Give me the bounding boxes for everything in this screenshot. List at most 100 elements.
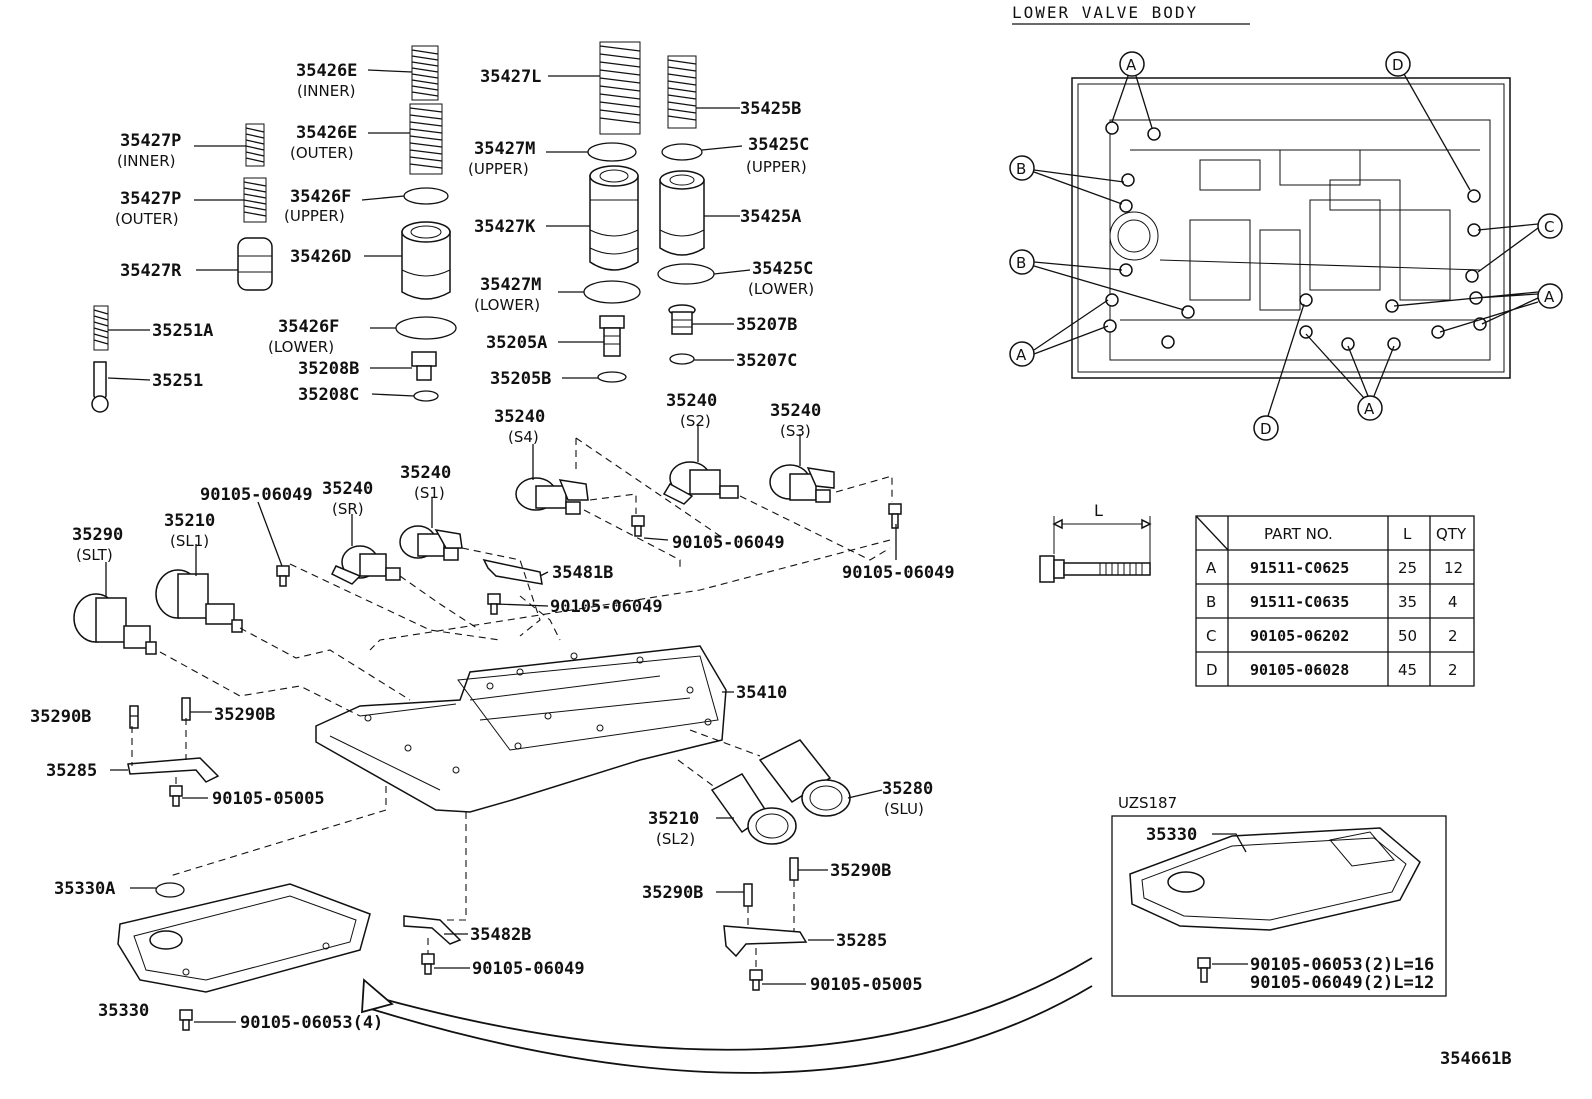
pin-35290B [181, 697, 191, 721]
part-label: 35330 [98, 1001, 149, 1021]
part-sublabel: (UPPER) [284, 207, 345, 225]
oil-strainer-35330 [117, 883, 371, 993]
solenoid-35240-sr [330, 545, 401, 585]
plate-35285 [723, 925, 808, 958]
table-cell: A [1206, 559, 1217, 577]
bolt-icon [888, 503, 902, 529]
callout-b-marker: B [1009, 249, 1185, 311]
part-label: 35207C [736, 351, 797, 371]
part-sublabel: (LOWER) [748, 280, 814, 298]
spring-35427P-inner [245, 123, 265, 167]
bolt-label: 90105-05005 [810, 975, 923, 995]
bolt-icon [169, 785, 183, 807]
oring-35426F-upper [403, 187, 449, 205]
part-label: 35426D [290, 247, 351, 267]
table-cell: 4 [1448, 593, 1458, 611]
bolt-icon [631, 515, 645, 537]
bolt-icon [179, 1009, 193, 1031]
sleeve-35426D [401, 221, 451, 300]
part-sublabel: (LOWER) [474, 296, 540, 314]
part-sublabel: (UPPER) [468, 160, 529, 178]
table-header: L [1403, 525, 1412, 543]
part-label: 35240 [322, 479, 373, 499]
sleeve-35427K [589, 165, 639, 271]
spring-35425B [667, 55, 697, 129]
oring-35426F-lower [395, 316, 457, 340]
part-label: 35208B [298, 359, 359, 379]
callout-markers: A D B C B A A [1009, 51, 1563, 441]
part-label: 35425B [740, 99, 801, 119]
part-sublabel: (OUTER) [115, 210, 179, 228]
part-label: 35481B [552, 563, 613, 583]
table-cell: 12 [1444, 559, 1463, 577]
oring-35425C-upper [661, 143, 703, 161]
assembly-lines [131, 437, 893, 968]
part-sublabel: (SR) [332, 500, 364, 518]
drawing-code: 354661B [1440, 1049, 1512, 1069]
svg-text:D: D [1260, 420, 1272, 438]
table-cell: 90105-06202 [1250, 627, 1349, 645]
table-cell: 91511-C0635 [1250, 593, 1349, 611]
callout-a-marker: A [1111, 51, 1153, 129]
part-label: 35210 [648, 809, 699, 829]
part-label: 35207B [736, 315, 797, 335]
uzs187-inset: 35330 90105-06053(2)L=16 90105-06049(2)L… [1111, 815, 1447, 997]
part-label: 35427R [120, 261, 182, 281]
detent-spring-35482B [403, 915, 462, 945]
table-cell: D [1206, 661, 1218, 679]
part-label: 35427K [474, 217, 536, 237]
part-label: 35426F [290, 187, 351, 207]
solenoid-35240-s2 [662, 461, 739, 505]
part-label: 35280 [882, 779, 933, 799]
leader-lines [105, 69, 897, 1023]
callout-b-marker: B [1009, 155, 1125, 205]
clip-35205B [597, 371, 627, 383]
table-header: QTY [1436, 525, 1467, 543]
oring-35427M-lower [583, 280, 641, 304]
solenoid-35210-sl1 [155, 569, 243, 633]
part-label: 35482B [470, 925, 531, 945]
part-label: 35425C [752, 259, 813, 279]
bolt-label: 90105-06049 [672, 533, 785, 553]
bolt-icon [276, 565, 290, 587]
part-sublabel: (SL2) [656, 830, 695, 848]
table-cell: C [1206, 627, 1216, 645]
spring-35251A [93, 305, 109, 351]
clip-35207C [669, 353, 695, 365]
part-sublabel: (S3) [780, 422, 811, 440]
part-label: 35330A [54, 879, 115, 899]
part-sublabel: (SLT) [76, 546, 113, 564]
bolt-icon [749, 969, 763, 991]
valve-35427R [237, 237, 273, 291]
part-label: 35251A [152, 321, 213, 341]
callout-c-marker: C [1477, 213, 1563, 273]
spring-35426E-inner [411, 45, 439, 101]
part-label: 35205B [490, 369, 551, 389]
callout-a-marker: A [1393, 283, 1563, 333]
part-label: 35240 [400, 463, 451, 483]
part-sublabel: (INNER) [117, 152, 175, 170]
callout-d-marker: D [1253, 303, 1305, 441]
solenoid-35240-s1 [399, 525, 463, 561]
part-label: 35285 [46, 761, 97, 781]
part-label: 35426F [278, 317, 339, 337]
svg-text:A: A [1126, 56, 1137, 74]
pin-35290B [789, 857, 799, 881]
table-cell: 50 [1398, 627, 1417, 645]
part-label: 35208C [298, 385, 359, 405]
table-cell: 45 [1398, 661, 1417, 679]
part-label: 35427P [120, 131, 181, 151]
table-cell: 35 [1398, 593, 1417, 611]
part-label: 35290B [30, 707, 91, 727]
plate-35285 [127, 757, 220, 783]
part-label: 35240 [666, 391, 717, 411]
part-label: 35410 [736, 683, 787, 703]
part-label: 35210 [164, 511, 215, 531]
part-label: 35240 [494, 407, 545, 427]
bolt-label: 90105-06049 [472, 959, 585, 979]
curved-arrow [361, 957, 1093, 1074]
oring-35427M-upper [587, 142, 637, 162]
bolt-label: 90105-05005 [212, 789, 325, 809]
table-cell: 2 [1448, 627, 1458, 645]
